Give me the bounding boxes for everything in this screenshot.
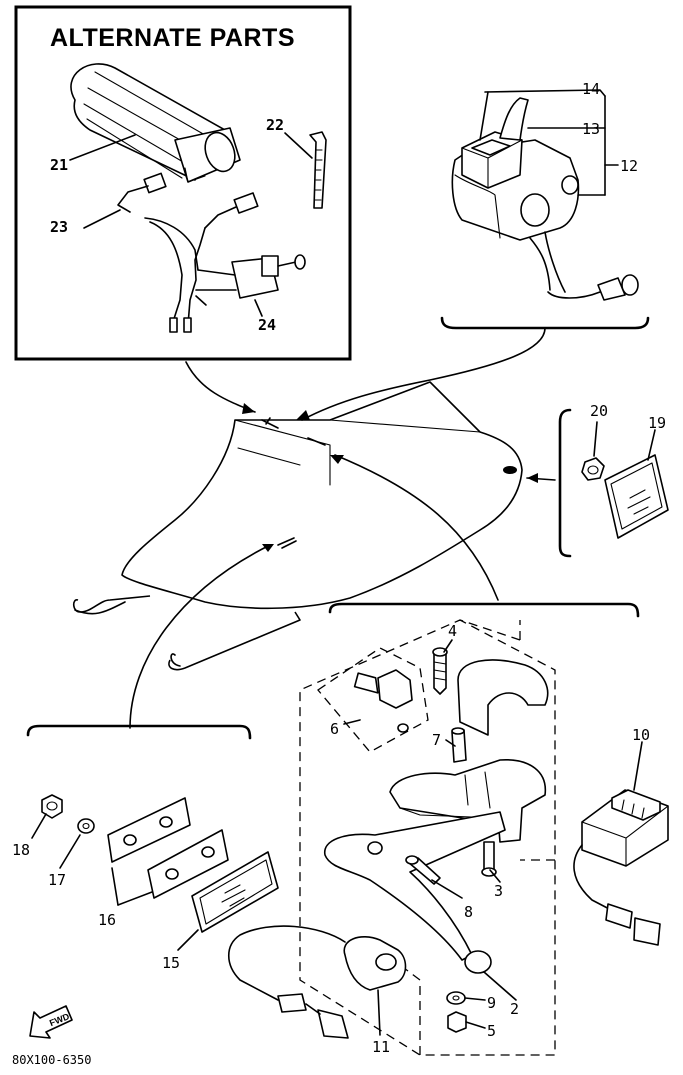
alternate-parts-title: ALTERNATE PARTS	[50, 24, 295, 52]
brake-lever-group	[227, 602, 669, 1056]
part-label-18: 18	[12, 841, 30, 859]
alternate-parts-panel: ALTERNATE PARTS 21 22	[14, 5, 352, 361]
part-label-4: 4	[448, 622, 457, 640]
part-label-12: 12	[620, 157, 638, 175]
part-label-10: 10	[632, 726, 650, 744]
part-label-19: 19	[648, 414, 666, 432]
part-label-24: 24	[258, 316, 276, 334]
part-label-17: 17	[48, 871, 66, 889]
wire-harness-illustration	[117, 172, 259, 333]
part-label-13: 13	[582, 120, 600, 138]
part-label-11: 11	[372, 1038, 390, 1056]
part-label-15: 15	[162, 954, 180, 972]
toggle-switch-illustration	[195, 254, 306, 306]
part-label-6: 6	[330, 720, 339, 738]
part-label-7: 7	[432, 731, 441, 749]
cable-tie-illustration	[309, 131, 327, 209]
lamp-group	[558, 408, 669, 558]
catalog-code: 80X100-6350	[12, 1053, 91, 1067]
part-label-3: 3	[494, 882, 503, 900]
part-label-2: 2	[510, 1000, 519, 1018]
part-label-14: 14	[582, 80, 600, 98]
handlebar-switch-group	[440, 89, 650, 330]
part-label-21: 21	[50, 156, 68, 174]
connector-lines	[129, 327, 556, 729]
part-label-5: 5	[487, 1022, 496, 1040]
part-label-20: 20	[590, 402, 608, 420]
heated-grip-illustration	[70, 63, 241, 183]
plate-lamp-group	[26, 724, 279, 951]
forward-arrow-icon: FWD	[29, 1005, 73, 1039]
part-label-9: 9	[487, 994, 496, 1012]
part-label-16: 16	[98, 911, 116, 929]
part-label-8: 8	[464, 903, 473, 921]
part-label-22: 22	[266, 116, 284, 134]
part-label-23: 23	[50, 218, 68, 236]
snowmobile-body-illustration	[72, 381, 523, 671]
